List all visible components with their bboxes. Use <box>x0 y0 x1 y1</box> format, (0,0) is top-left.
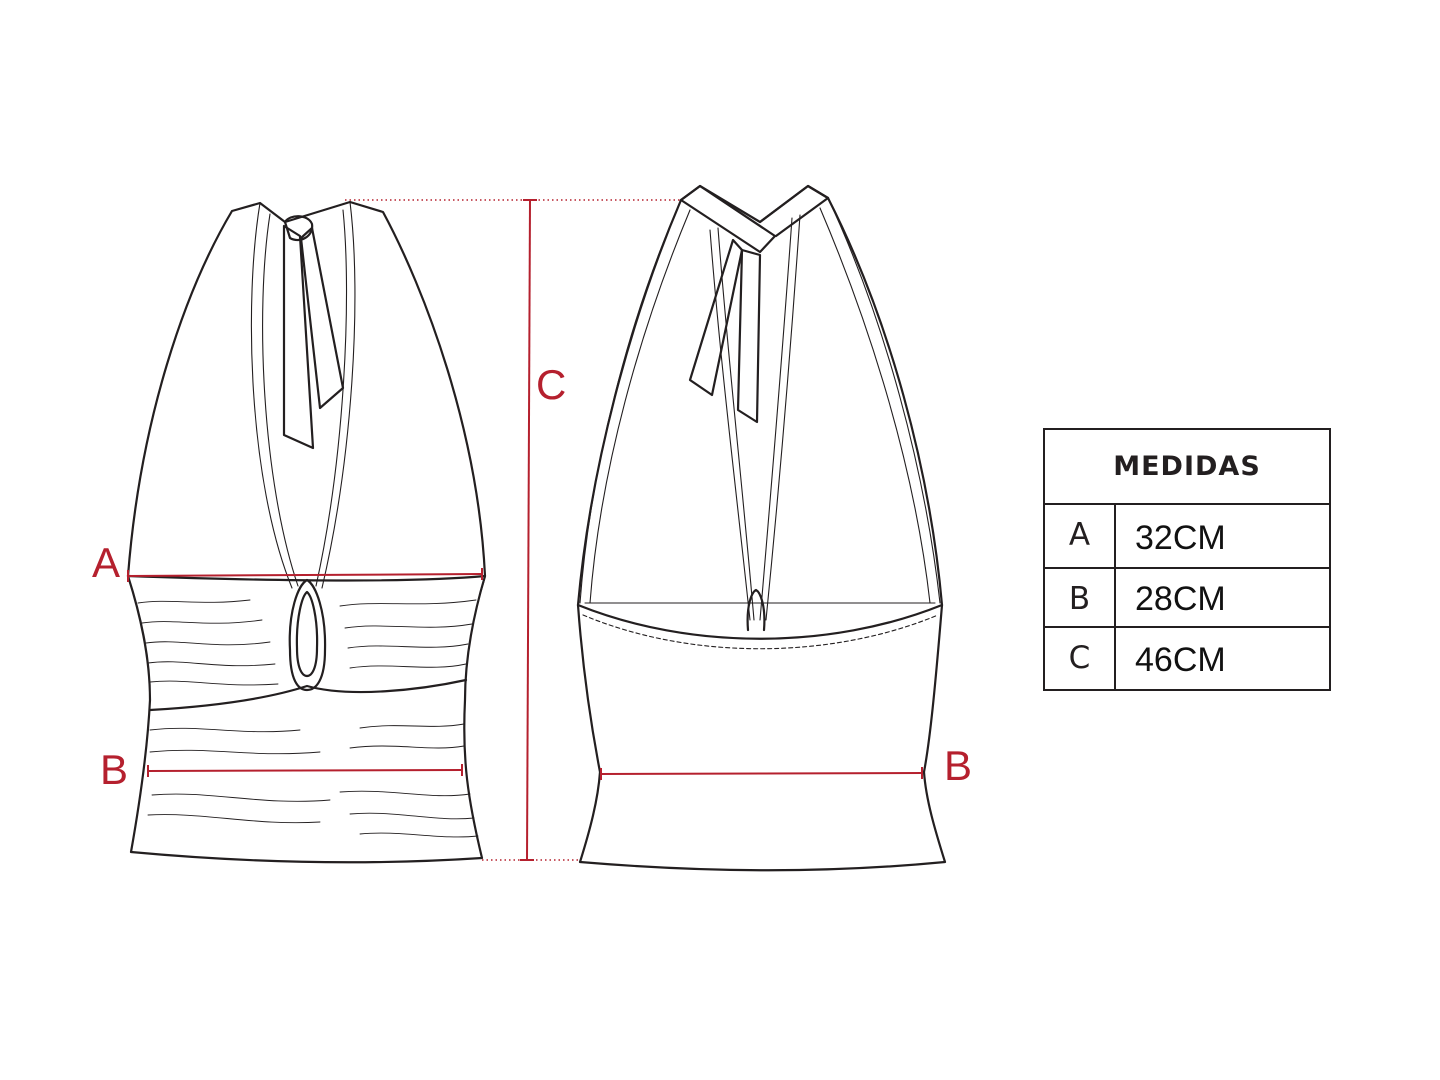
back-inner-v-right <box>765 214 801 621</box>
back-inner-v-right2 <box>759 217 793 621</box>
back-tie-right <box>736 248 762 424</box>
front-halter-body <box>126 200 487 602</box>
size-table-row: A 32CM <box>1045 505 1329 569</box>
size-table-title: MEDIDAS <box>1045 430 1329 505</box>
front-neck-knot <box>283 215 314 242</box>
size-table-key: A <box>1045 505 1116 567</box>
back-strap-right-outer <box>827 197 941 604</box>
front-keyhole-inner <box>295 590 319 678</box>
size-table-value: 46CM <box>1135 641 1226 679</box>
measurement-line-c <box>526 199 531 861</box>
back-strap-left-inner <box>589 209 691 604</box>
measurement-label-a: A <box>92 539 120 586</box>
back-inner-v-left2 <box>717 227 755 621</box>
back-inner-v-left <box>709 229 751 621</box>
measurement-label-c: C <box>536 361 566 408</box>
front-neck-strap-right <box>321 201 356 589</box>
size-table-row: C 46CM <box>1045 628 1329 689</box>
back-strap-left-outer <box>579 199 682 604</box>
back-strap-right-inner <box>819 207 931 604</box>
front-ruching <box>137 599 479 838</box>
size-table-row: B 28CM <box>1045 569 1329 628</box>
measurement-line-a <box>127 573 483 577</box>
measurement-line-b-front <box>147 769 463 772</box>
back-view <box>576 184 947 872</box>
back-keyhole <box>746 588 766 632</box>
front-underbust-seam <box>148 678 468 712</box>
measurement-lines <box>127 199 923 861</box>
front-neck-strap-left <box>250 202 293 589</box>
size-table-key: C <box>1045 628 1116 689</box>
size-table-key: B <box>1045 569 1116 626</box>
back-neck-band-right <box>758 184 830 238</box>
back-yoke-seam <box>576 603 944 640</box>
size-table-value: 32CM <box>1135 518 1226 557</box>
front-tie-long <box>282 224 315 450</box>
back-tie-left <box>688 238 744 397</box>
front-tie-short <box>299 226 345 410</box>
measurement-line-b-back <box>600 772 923 775</box>
front-neck-strap-left-inner <box>262 213 299 587</box>
back-stitch-line <box>582 614 939 650</box>
measurement-label-b-front: B <box>100 746 128 793</box>
size-table-value: 28CM <box>1135 580 1226 618</box>
size-table: MEDIDAS A 32CM B 28CM C 46CM <box>1043 428 1331 691</box>
front-ruched-band <box>126 574 487 864</box>
front-view <box>126 200 487 864</box>
back-body <box>576 184 947 872</box>
measurement-label-b-back: B <box>944 742 972 789</box>
